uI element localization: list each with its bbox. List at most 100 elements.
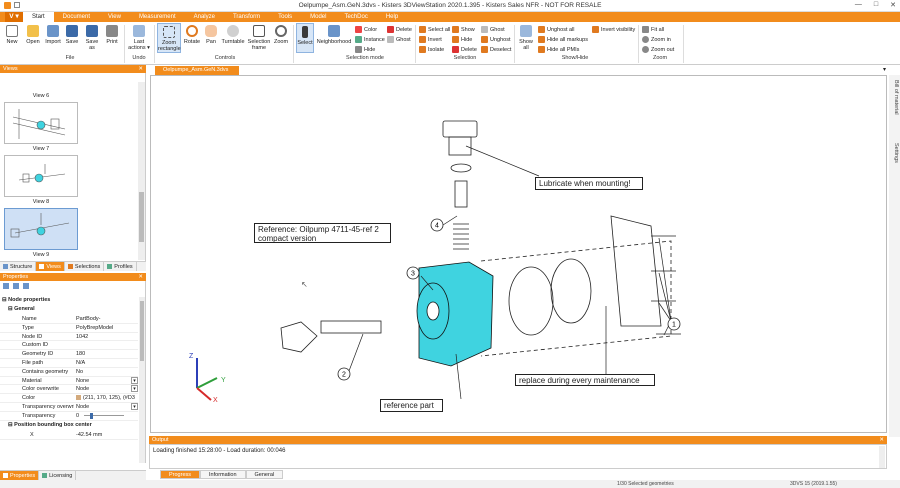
document-tab[interactable]: Oelpumpe_Asm.GeN.3dvs xyxy=(155,66,239,75)
show-all-button[interactable]: Show all xyxy=(517,25,535,51)
hide-all-markups-button[interactable]: Hide all markups xyxy=(538,36,588,43)
reference-part-note[interactable]: reference part xyxy=(380,399,443,412)
tab-view[interactable]: View xyxy=(108,14,121,20)
tab-document[interactable]: Document xyxy=(62,14,91,20)
tab-analyze[interactable]: Analyze xyxy=(193,14,215,20)
unghost-all-button[interactable]: Unghost all xyxy=(538,26,575,33)
node-properties-section[interactable]: ⊟ Node properties xyxy=(2,297,51,303)
tab-settings-side[interactable]: Settings xyxy=(893,143,899,163)
invert-selection-button[interactable]: Invert xyxy=(419,36,442,43)
tab-views[interactable]: Views xyxy=(36,262,65,271)
tab-start[interactable]: Start xyxy=(23,12,54,22)
panel-close-icon[interactable]: ✕ xyxy=(138,274,143,280)
maximize-button[interactable]: □ xyxy=(873,1,879,8)
views-scrollbar[interactable] xyxy=(138,82,145,260)
properties-scrollbar[interactable] xyxy=(139,297,145,463)
output-scrollbar[interactable] xyxy=(879,446,885,468)
hide-all-pmis-button[interactable]: Hide all PMIs xyxy=(538,46,579,53)
tab-progress[interactable]: Progress xyxy=(160,470,201,479)
delete-mode-button[interactable]: Delete xyxy=(387,26,412,33)
scrollbar-thumb[interactable] xyxy=(140,301,144,361)
categorized-icon[interactable] xyxy=(3,283,9,289)
save-as-button[interactable]: Save as xyxy=(84,25,100,51)
turntable-button[interactable]: Turntable xyxy=(220,25,246,45)
close-button[interactable]: ✕ xyxy=(890,2,896,9)
property-row-color[interactable]: Color(211, 170, 125), (#D3B xyxy=(0,394,138,403)
panel-close-icon[interactable]: ✕ xyxy=(138,66,143,72)
tab-help[interactable]: Help xyxy=(385,14,399,20)
view-thumbnail[interactable] xyxy=(4,155,78,197)
general-group[interactable]: ⊟ General xyxy=(8,306,35,312)
replace-note[interactable]: replace during every maintenance xyxy=(515,374,655,386)
selection-frame-button[interactable]: Selection frame xyxy=(247,25,271,51)
zoom-out-button[interactable]: Zoom out xyxy=(642,46,674,53)
invert-visibility-button[interactable]: Invert visibility xyxy=(592,26,635,33)
hide-selection-button[interactable]: Hide xyxy=(452,36,472,43)
deselect-button[interactable]: Deselect xyxy=(481,46,511,53)
color-mode-button[interactable]: Color xyxy=(355,26,377,33)
transparency-slider[interactable] xyxy=(84,414,124,416)
filter-icon[interactable] xyxy=(23,283,29,289)
print-button[interactable]: Print xyxy=(104,25,120,45)
tab-selections[interactable]: Selections xyxy=(64,262,105,271)
select-all-button[interactable]: Select all xyxy=(419,26,450,33)
delete-selection-button[interactable]: Delete xyxy=(452,46,477,53)
panel-close-icon[interactable]: ✕ xyxy=(879,437,884,443)
select-button[interactable]: Select xyxy=(296,23,314,53)
tab-licensing[interactable]: Licensing xyxy=(39,471,77,480)
view-thumbnail[interactable] xyxy=(4,102,78,144)
tab-tools[interactable]: Tools xyxy=(278,14,293,20)
zoom-in-button[interactable]: Zoom in xyxy=(642,36,671,43)
tab-bill-of-material[interactable]: Bill of material xyxy=(893,80,899,115)
tab-properties[interactable]: Properties xyxy=(0,471,40,480)
3d-viewport[interactable]: 1 2 3 4 Z Y X Reference: Oilpump 4711-45… xyxy=(150,75,887,433)
tab-techdoc[interactable]: TechDoc xyxy=(344,14,368,20)
app-menu-button[interactable]: V ▾ xyxy=(5,12,23,22)
tab-transform[interactable]: Transform xyxy=(232,14,261,20)
import-button[interactable]: Import xyxy=(44,25,62,45)
ghost-selection-button[interactable]: Ghost xyxy=(481,26,505,33)
neighborhood-button[interactable]: Neighborhood xyxy=(316,25,352,45)
view-thumbnail-selected[interactable] xyxy=(4,208,78,250)
dropdown-icon[interactable]: ▾ xyxy=(131,376,138,384)
tab-general[interactable]: General xyxy=(245,470,284,479)
dropdown-icon[interactable]: ▾ xyxy=(131,385,138,393)
save-button[interactable]: Save xyxy=(64,25,80,45)
new-button[interactable]: New xyxy=(4,25,20,45)
zoom-button[interactable]: Zoom xyxy=(272,25,290,45)
dropdown-icon[interactable]: ▾ xyxy=(131,403,138,410)
rotate-button[interactable]: Rotate xyxy=(183,25,201,45)
zoom-rectangle-button[interactable]: Zoom rectangle xyxy=(157,23,181,53)
tab-profiles[interactable]: Profiles xyxy=(104,262,137,271)
ghost-mode-button[interactable]: Ghost xyxy=(387,36,411,43)
show-selection-button[interactable]: Show xyxy=(452,26,475,33)
unghost-selection-button[interactable]: Unghost xyxy=(481,36,511,43)
last-actions-button[interactable]: Last actions ▾ xyxy=(128,25,150,51)
slider-thumb[interactable] xyxy=(90,412,93,419)
tab-model[interactable]: Model xyxy=(310,14,327,20)
minimize-button[interactable]: — xyxy=(854,1,862,8)
instance-mode-button[interactable]: Instance xyxy=(355,36,385,43)
quick-save-icon[interactable] xyxy=(14,2,20,8)
tab-measurement[interactable]: Measurement xyxy=(138,14,176,20)
isolate-button[interactable]: Isolate xyxy=(419,46,444,53)
sort-icon[interactable] xyxy=(13,283,19,289)
scrollbar-thumb[interactable] xyxy=(139,192,144,242)
property-row[interactable]: Custom ID xyxy=(0,341,138,351)
hide-mode-button[interactable]: Hide xyxy=(355,46,375,53)
fit-all-button[interactable]: Fit all xyxy=(642,26,664,33)
open-button[interactable]: Open xyxy=(24,25,42,45)
lubricate-note[interactable]: Lubricate when mounting! xyxy=(535,177,643,190)
position-group[interactable]: ⊟ Position bounding box center xyxy=(8,422,92,428)
reference-note[interactable]: Reference: Oilpump 4711-45-ref 2 compact… xyxy=(254,223,391,243)
tab-structure[interactable]: Structure xyxy=(0,262,37,271)
tab-information[interactable]: Information xyxy=(200,470,246,479)
